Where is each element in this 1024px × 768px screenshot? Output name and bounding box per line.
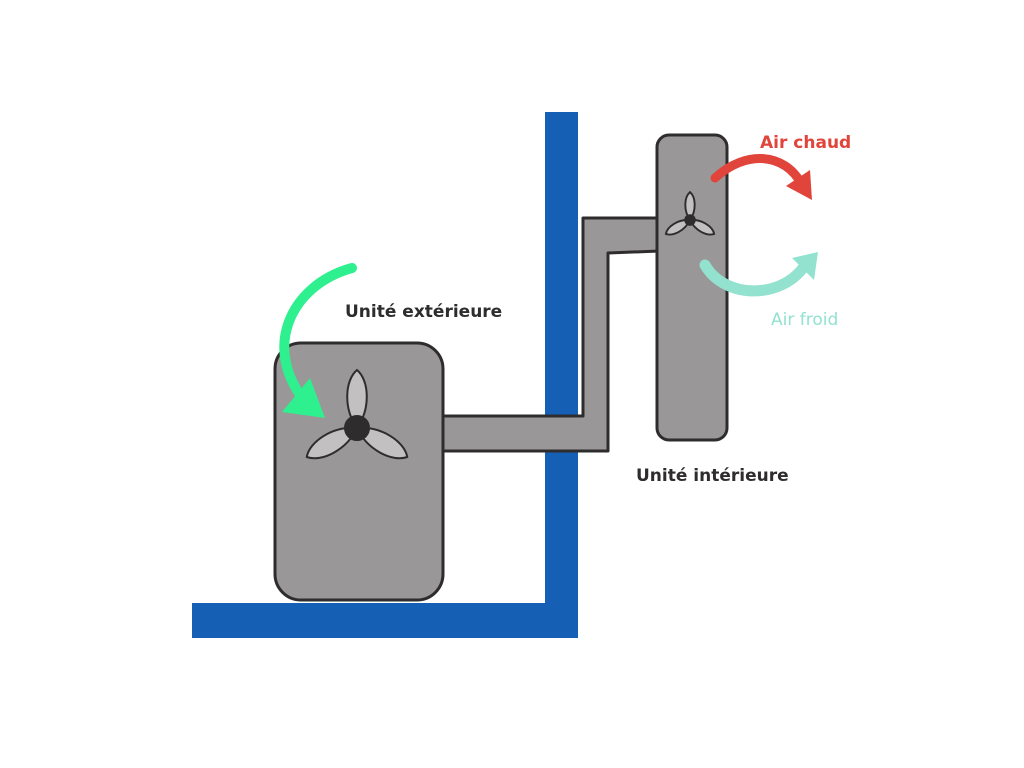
intake-air-arrow: [279, 263, 357, 418]
hot-air-label: Air chaud: [760, 133, 851, 153]
outdoor-fan-icon: [300, 369, 414, 467]
outdoor-unit-label: Unité extérieure: [345, 302, 502, 322]
indoor-fan-icon: [662, 191, 718, 239]
cold-air-label: Air froid: [771, 310, 838, 330]
cold-air-arrow: [699, 252, 818, 297]
hot-air-arrow: [710, 154, 812, 200]
wall: [545, 112, 578, 638]
indoor-unit-label: Unité intérieure: [636, 466, 789, 486]
floor: [192, 603, 578, 638]
